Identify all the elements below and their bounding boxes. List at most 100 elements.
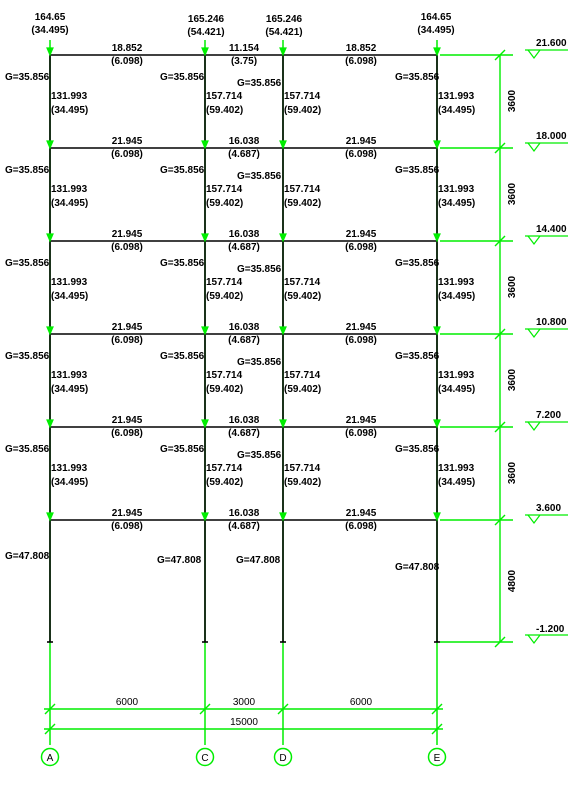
beam-l2-ac-sub: (6.098) <box>111 428 143 439</box>
storey-3-labels: 21.945 (6.098) 16.038 (4.687) 21.945 (6.… <box>5 322 475 395</box>
height-tick-6 <box>494 636 506 648</box>
force-s2-a-value: 131.993 <box>51 463 88 474</box>
col-top-a-value: 164.65 <box>35 12 66 23</box>
storey-height-4: 3600 <box>507 275 518 298</box>
beam-l1-de-sub: (6.098) <box>345 521 377 532</box>
beam-l5-de-sub: (6.098) <box>345 149 377 160</box>
force-s4-c-sub: (59.402) <box>206 291 243 302</box>
weight-ground-a: G=47.808 <box>5 551 50 562</box>
axis-bubble-a <box>40 747 60 767</box>
weight-s4-d: G=35.856 <box>237 264 282 275</box>
weight-s3-c: G=35.856 <box>160 351 205 362</box>
weight-ground-c: G=47.808 <box>157 555 202 566</box>
beam-l1-cd-value: 16.038 <box>229 508 260 519</box>
force-s6-d-sub: (59.402) <box>284 105 321 116</box>
height-tick-4 <box>494 421 506 433</box>
axis-bubble-c <box>195 747 215 767</box>
beam-l4-de-value: 21.945 <box>346 229 377 240</box>
frame-members <box>47 54 440 643</box>
force-s4-e-value: 131.993 <box>438 277 475 288</box>
beam-l4-cd-sub: (4.687) <box>228 242 260 253</box>
force-s5-d-sub: (59.402) <box>284 198 321 209</box>
beam-top-de-value: 18.852 <box>346 43 377 54</box>
weight-s6-a: G=35.856 <box>5 72 50 83</box>
force-s3-a-sub: (34.495) <box>51 384 88 395</box>
force-s6-d-value: 157.714 <box>284 91 321 102</box>
beam-l5-cd-value: 16.038 <box>229 136 260 147</box>
height-tick-0 <box>494 49 506 61</box>
arrow-l3-a <box>46 326 54 336</box>
arrow-l2-e <box>433 419 441 429</box>
beam-l4-ac-sub: (6.098) <box>111 242 143 253</box>
beam-l5-de-value: 21.945 <box>346 136 377 147</box>
weight-s5-c: G=35.856 <box>160 165 205 176</box>
beam-l3-de-value: 21.945 <box>346 322 377 333</box>
arrow-l2-d <box>279 419 287 429</box>
beam-l3-ac-value: 21.945 <box>112 322 143 333</box>
weight-s2-a: G=35.856 <box>5 444 50 455</box>
force-s2-e-value: 131.993 <box>438 463 475 474</box>
force-s2-d-value: 157.714 <box>284 463 321 474</box>
storey-height-1: 4800 <box>507 569 518 592</box>
height-tick-2 <box>494 235 506 247</box>
force-s2-d-sub: (59.402) <box>284 477 321 488</box>
beam-l2-de-value: 21.945 <box>346 415 377 426</box>
weight-s2-e: G=35.856 <box>395 444 440 455</box>
weight-s4-c: G=35.856 <box>160 258 205 269</box>
beam-l4-cd-value: 16.038 <box>229 229 260 240</box>
force-s6-c-sub: (59.402) <box>206 105 243 116</box>
elevation-markers: 21.600 18.000 14.400 10.800 7.200 3.600 … <box>525 38 568 644</box>
force-s3-e-value: 131.993 <box>438 370 475 381</box>
elevation-3600: 3.600 <box>536 503 561 514</box>
force-s5-e-sub: (34.495) <box>438 198 475 209</box>
force-s6-e-value: 131.993 <box>438 91 475 102</box>
bay-width-cd: 3000 <box>233 697 256 708</box>
col-top-e-sub: (34.495) <box>417 25 454 36</box>
arrow-l5-c <box>201 140 209 150</box>
beam-l1-de-value: 21.945 <box>346 508 377 519</box>
elev-triangle-3 <box>527 328 541 338</box>
beam-l4-ac-value: 21.945 <box>112 229 143 240</box>
elev-triangle-5 <box>527 514 541 524</box>
bay-tick-e <box>431 703 443 715</box>
axis-label-c: C <box>201 753 208 764</box>
arrow-l4-e <box>433 233 441 243</box>
force-s4-c-value: 157.714 <box>206 277 243 288</box>
weight-s6-e: G=35.856 <box>395 72 440 83</box>
col-top-c-sub: (54.421) <box>187 27 224 38</box>
elevation-10800: 10.800 <box>536 317 567 328</box>
arrow-l5-a <box>46 140 54 150</box>
beam-top-de-sub: (6.098) <box>345 56 377 67</box>
beam-top-ac-value: 18.852 <box>112 43 143 54</box>
arrow-top-a <box>46 47 54 57</box>
arrow-l1-a <box>46 512 54 522</box>
elev-triangle-0 <box>527 49 541 59</box>
force-s4-a-value: 131.993 <box>51 277 88 288</box>
elev-triangle-1 <box>527 142 541 152</box>
storey-height-6: 3600 <box>507 89 518 112</box>
storey-2-labels: 21.945 (6.098) 16.038 (4.687) 21.945 (6.… <box>5 415 475 488</box>
beam-l3-ac-sub: (6.098) <box>111 335 143 346</box>
force-s4-a-sub: (34.495) <box>51 291 88 302</box>
weight-ground-d: G=47.808 <box>236 555 281 566</box>
horizontal-dimensions: 6000 3000 6000 15000 <box>44 697 443 735</box>
arrow-l3-c <box>201 326 209 336</box>
arrow-top-c <box>201 47 209 57</box>
arrow-l3-e <box>433 326 441 336</box>
arrow-l3-d <box>279 326 287 336</box>
force-s5-a-sub: (34.495) <box>51 198 88 209</box>
weight-s5-a: G=35.856 <box>5 165 50 176</box>
beam-l3-de-sub: (6.098) <box>345 335 377 346</box>
force-s3-d-sub: (59.402) <box>284 384 321 395</box>
beam-top-cd-value: 11.154 <box>229 43 259 54</box>
arrow-l1-c <box>201 512 209 522</box>
arrow-l1-d <box>279 512 287 522</box>
force-s5-a-value: 131.993 <box>51 184 88 195</box>
beam-l1-ac-sub: (6.098) <box>111 521 143 532</box>
elevation-7200: 7.200 <box>536 410 561 421</box>
weight-s5-e: G=35.856 <box>395 165 440 176</box>
elevation-minus-1200: -1.200 <box>536 624 565 635</box>
height-tick-3 <box>494 328 506 340</box>
col-top-d-value: 165.246 <box>266 14 303 25</box>
